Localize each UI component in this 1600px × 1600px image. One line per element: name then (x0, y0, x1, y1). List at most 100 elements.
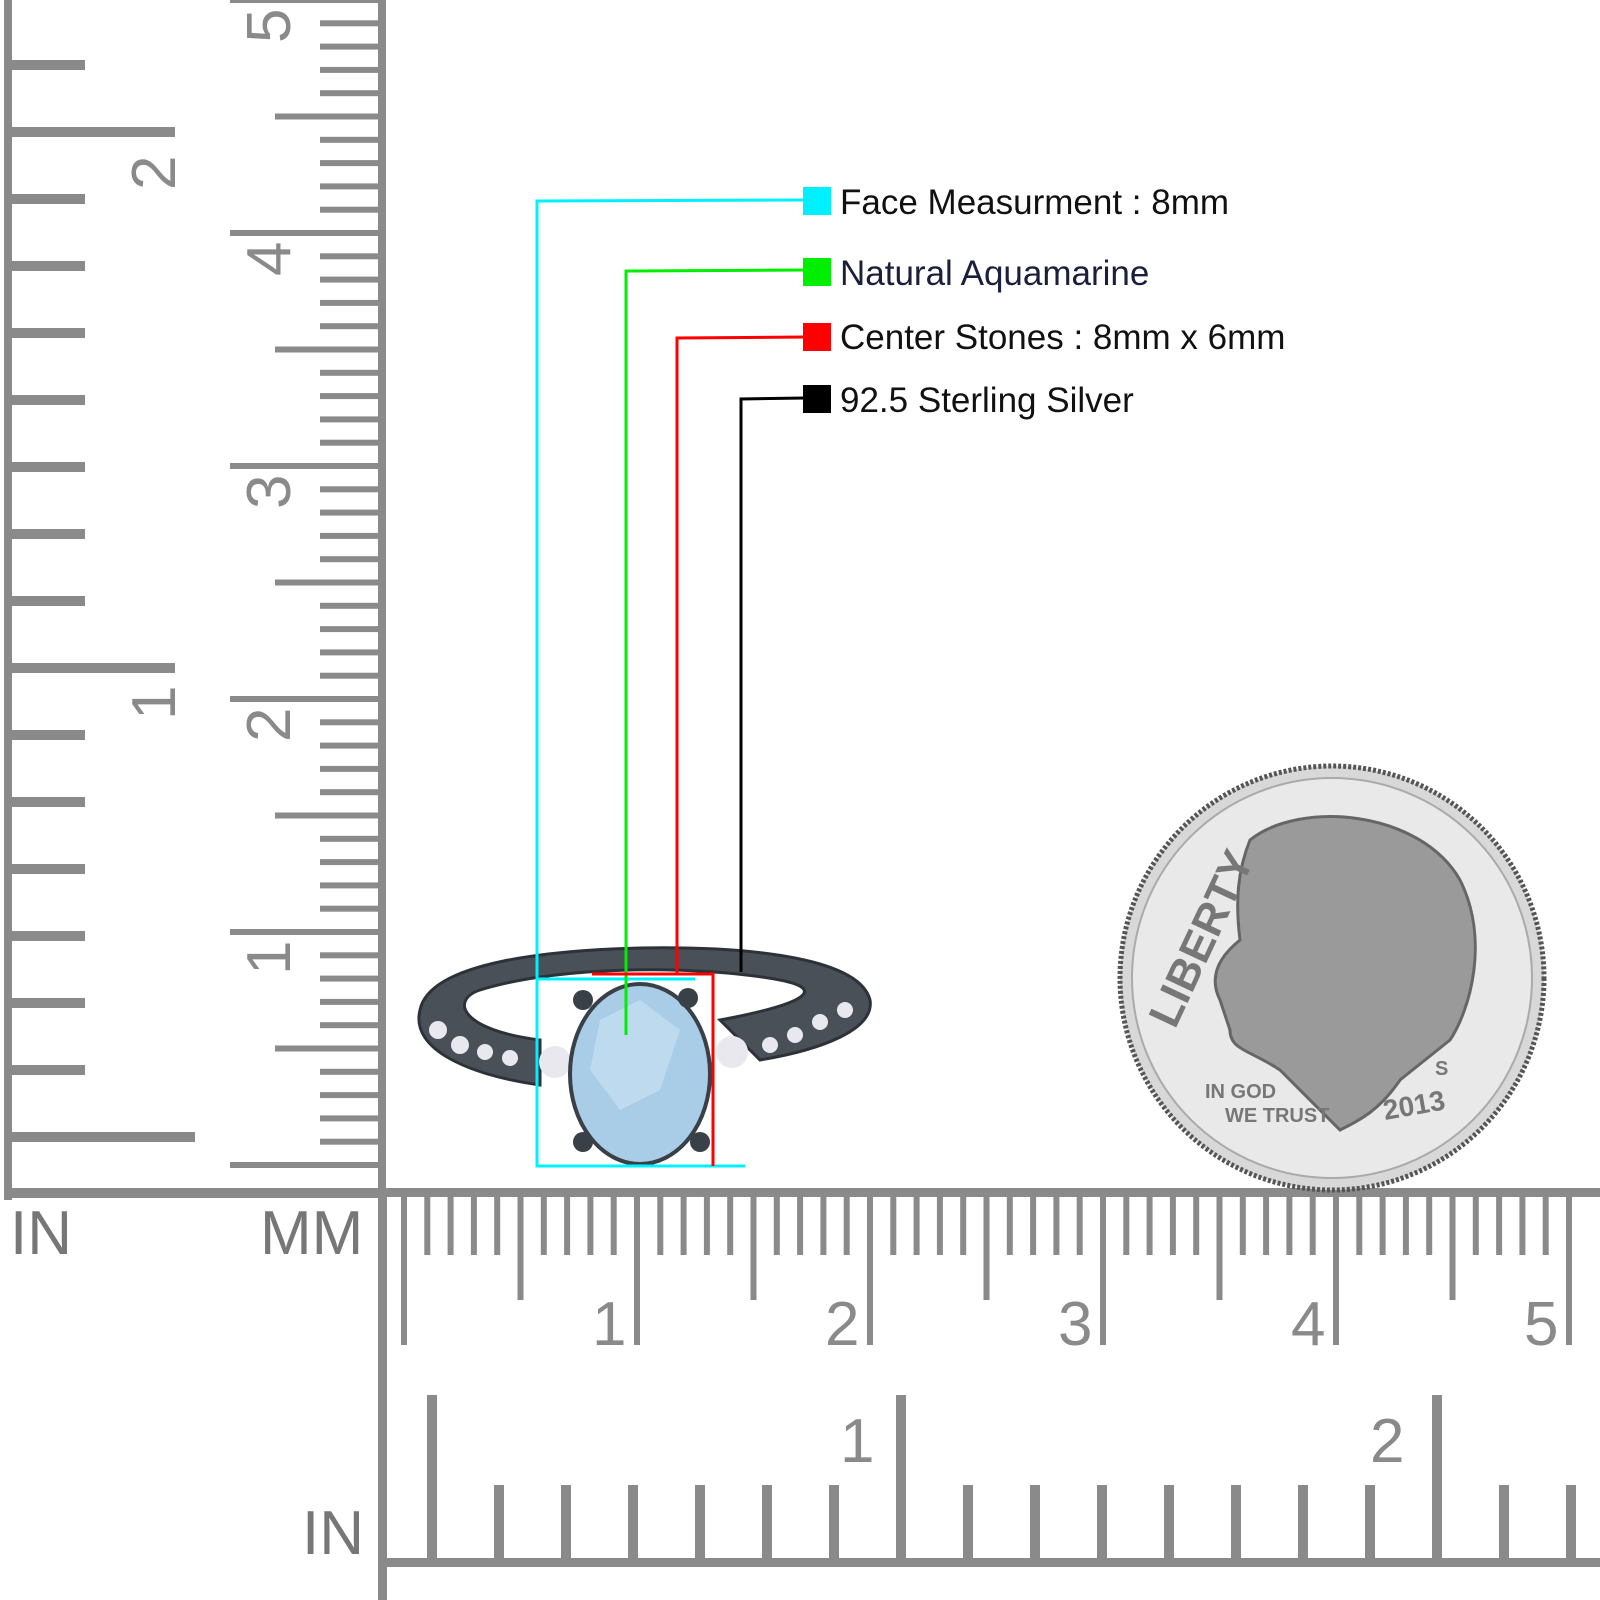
legend-natural-aquamarine: Natural Aquamarine (840, 254, 1150, 293)
legend-center-stones: Center Stones : 8mm x 6mm (840, 318, 1286, 357)
coin-motto-2: WE TRUST (1225, 1105, 1329, 1127)
aquamarine-leader (624, 268, 806, 1035)
mm-tick (867, 1195, 873, 1345)
mm-tick (320, 439, 380, 446)
mm-tick (1100, 1195, 1106, 1345)
mm-tick (1379, 1195, 1386, 1255)
mm-tick (320, 649, 380, 656)
mm-tick (517, 1195, 524, 1300)
inch-tick (1432, 1395, 1442, 1560)
mm-tick (703, 1195, 710, 1255)
legend-swatch-red (803, 323, 831, 351)
mm-tick (320, 1022, 380, 1029)
vertical-ruler (4, 0, 386, 1200)
legend-swatch-cyan (803, 187, 831, 215)
mm-tick (275, 113, 380, 120)
mm-tick (1449, 1195, 1456, 1300)
twisted-band (417, 946, 872, 1087)
mm-tick (320, 719, 380, 726)
mm-tick (447, 1195, 454, 1255)
leader-lines (535, 198, 806, 1168)
mm-tick (1263, 1195, 1270, 1255)
mm-tick (1006, 1195, 1013, 1255)
inch-tick (1499, 1485, 1509, 1560)
inch-tick (1164, 1485, 1174, 1560)
coin-motto-1: IN GOD (1205, 1081, 1276, 1103)
mm-tick (320, 509, 380, 516)
ruler-inch-number: 1 (840, 1407, 874, 1476)
mm-tick (320, 532, 380, 539)
mm-tick (320, 253, 380, 260)
legend-swatch-green (803, 258, 831, 286)
inch-tick (10, 60, 85, 70)
mm-tick (320, 835, 380, 842)
mm-tick (983, 1195, 990, 1300)
mm-tick (320, 276, 380, 283)
mm-tick (1542, 1195, 1549, 1255)
mm-tick (320, 1138, 380, 1145)
mm-tick (1123, 1195, 1130, 1255)
mm-tick (320, 765, 380, 772)
mm-tick (320, 323, 380, 330)
inch-tick (10, 998, 85, 1008)
ruler-mm-number: 5 (235, 9, 304, 43)
mm-tick (230, 0, 380, 3)
mm-tick (1472, 1195, 1479, 1255)
mm-tick (320, 789, 380, 796)
legend-swatch-black (803, 385, 831, 413)
mm-tick (890, 1195, 897, 1255)
mm-tick (1356, 1195, 1363, 1255)
mm-tick (1566, 1195, 1572, 1345)
mm-tick (1239, 1195, 1246, 1255)
inch-tick (896, 1395, 906, 1560)
mm-tick (1216, 1195, 1223, 1300)
mm-tick (1030, 1195, 1037, 1255)
coin-mint: S (1435, 1058, 1448, 1080)
ruler-inch-number: 2 (120, 156, 189, 190)
legend-face-measurement: Face Measurment : 8mm (840, 183, 1229, 222)
inch-tick (10, 730, 85, 740)
face-measure-leader (535, 198, 806, 1168)
mm-tick (320, 905, 380, 912)
mm-tick (230, 1162, 380, 1168)
mm-tick (230, 463, 380, 469)
inch-tick (695, 1485, 705, 1560)
mm-tick (494, 1195, 501, 1255)
ruler-mm-number: 4 (235, 242, 304, 276)
silver-leader (739, 396, 806, 972)
mm-tick (320, 998, 380, 1005)
mm-tick (320, 602, 380, 609)
inch-tick (762, 1485, 772, 1560)
inch-tick (10, 1065, 85, 1075)
legend-sterling-silver: 92.5 Sterling Silver (840, 381, 1134, 420)
ruler-mm-number: 3 (235, 475, 304, 509)
mm-tick (1309, 1195, 1316, 1255)
inch-tick (10, 127, 175, 137)
inch-tick (427, 1395, 437, 1560)
mm-tick (540, 1195, 547, 1255)
mm-tick (320, 90, 380, 97)
mm-tick (320, 672, 380, 679)
inch-tick (1566, 1485, 1576, 1560)
ruler-mm-number: 2 (825, 1290, 859, 1359)
center-stone-bracket (592, 972, 715, 1166)
mm-tick (424, 1195, 431, 1255)
inch-tick (10, 529, 85, 539)
ruler-mm-number: 3 (1058, 1290, 1092, 1359)
mm-tick (1146, 1195, 1153, 1255)
mm-tick (1402, 1195, 1409, 1255)
mm-tick (936, 1195, 943, 1255)
inch-tick (10, 1132, 195, 1142)
mm-tick (1076, 1195, 1083, 1255)
mm-tick (1286, 1195, 1293, 1255)
ruler-inch-number: 2 (1370, 1407, 1404, 1476)
inch-tick (1231, 1485, 1241, 1560)
inch-tick (963, 1485, 973, 1560)
mm-tick (230, 696, 380, 702)
inch-tick (1298, 1485, 1308, 1560)
mm-tick (320, 160, 380, 167)
mm-tick (610, 1195, 617, 1255)
inch-tick (10, 864, 85, 874)
inch-tick (1365, 1485, 1375, 1560)
ruler-mm-number: 2 (235, 708, 304, 742)
